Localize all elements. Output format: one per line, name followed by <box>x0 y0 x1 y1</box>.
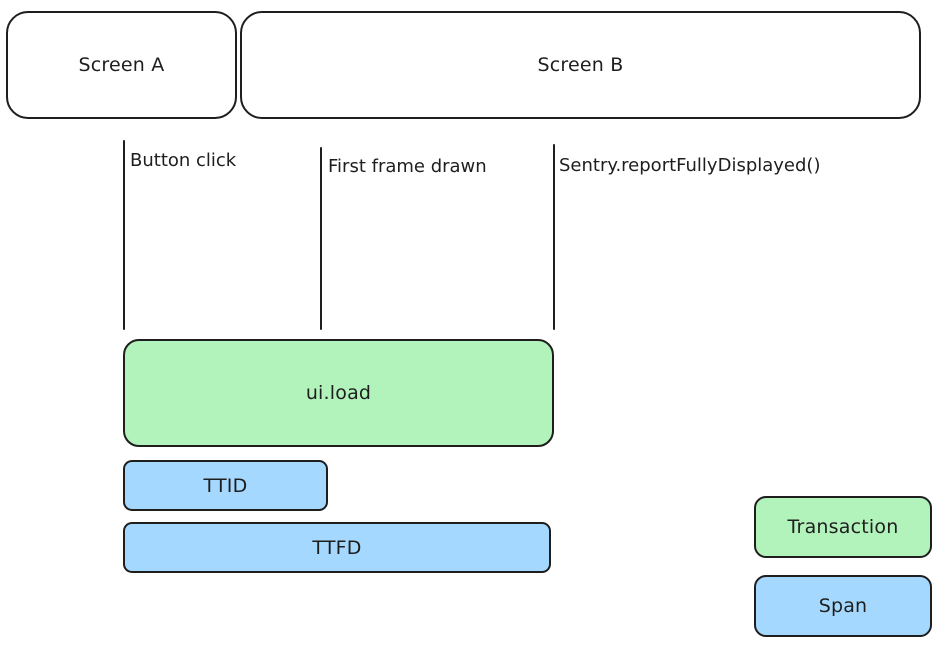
first-frame-label: First frame drawn <box>328 156 487 177</box>
ttid-span-bar: TTID <box>123 460 328 511</box>
fully-displayed-marker-line <box>553 144 555 330</box>
legend-transaction: Transaction <box>754 496 932 558</box>
first-frame-marker-line <box>320 147 322 330</box>
ttfd-label: TTFD <box>312 536 362 559</box>
fully-displayed-label: Sentry.reportFullyDisplayed() <box>559 155 821 176</box>
screen-a-label: Screen A <box>78 54 165 76</box>
ttid-label: TTID <box>203 474 248 497</box>
ttfd-span-bar: TTFD <box>123 522 551 573</box>
ui-load-transaction-bar: ui.load <box>123 339 554 447</box>
button-click-label: Button click <box>130 150 237 171</box>
screen-b-box: Screen B <box>240 11 921 119</box>
legend-span-label: Span <box>818 595 868 617</box>
screen-b-label: Screen B <box>537 54 624 76</box>
ui-load-label: ui.load <box>305 382 372 404</box>
screen-a-box: Screen A <box>6 11 237 119</box>
legend-span: Span <box>754 575 932 637</box>
button-click-marker-line <box>123 140 125 330</box>
legend-transaction-label: Transaction <box>787 516 899 538</box>
